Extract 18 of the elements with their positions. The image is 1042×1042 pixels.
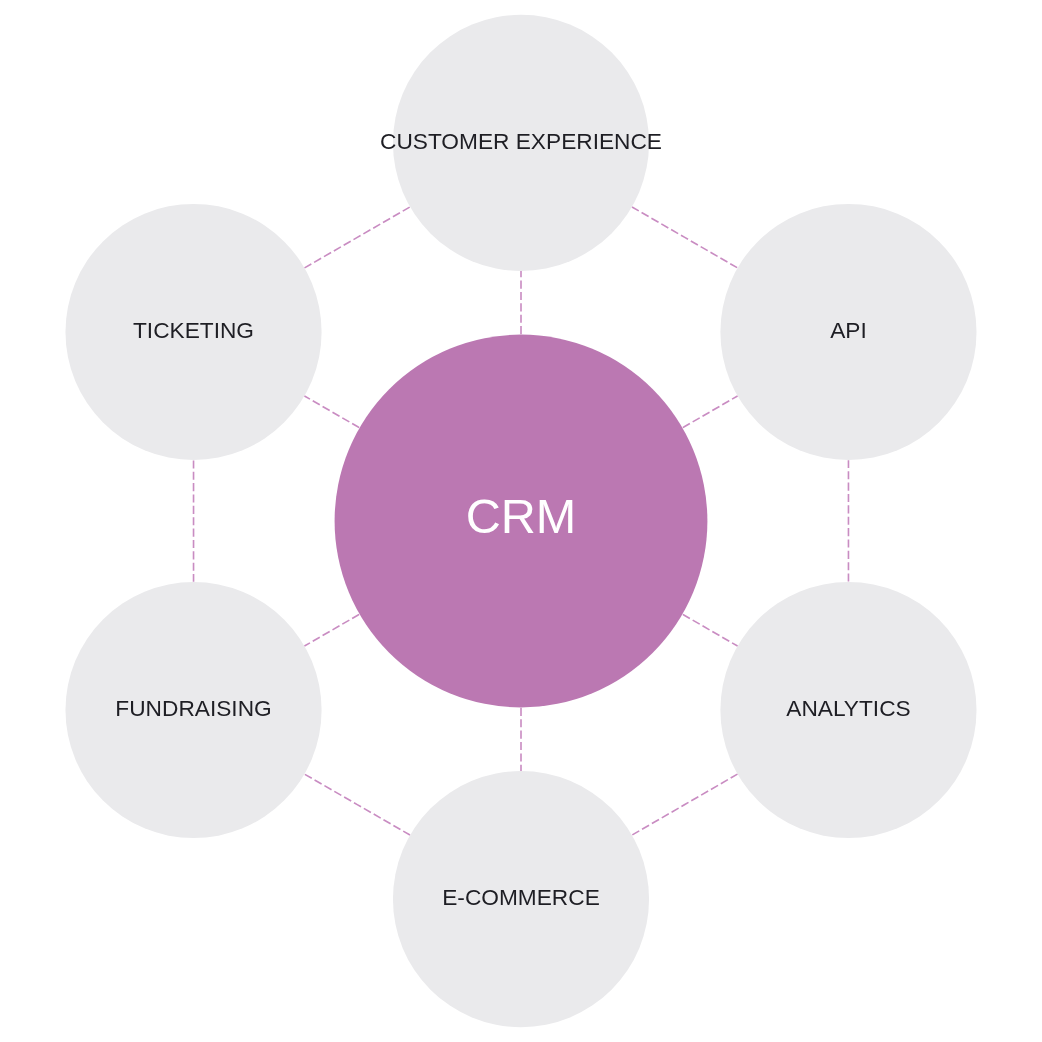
connector	[682, 613, 739, 647]
connector	[304, 773, 411, 836]
connector	[303, 395, 360, 429]
node-circle: API	[720, 203, 977, 460]
connector	[303, 613, 360, 647]
connector	[192, 459, 195, 583]
connector	[520, 707, 522, 772]
connector	[847, 459, 850, 583]
connector	[303, 206, 411, 269]
node-circle: FUNDRAISING	[65, 582, 322, 839]
connector	[631, 206, 738, 269]
node-circle: ANALYTICS	[720, 582, 977, 839]
connector	[631, 773, 739, 836]
node-circle: TICKETING	[65, 203, 322, 460]
node-circle: E-COMMERCE	[392, 771, 650, 1028]
node-circle: CRM	[334, 334, 708, 708]
connector	[682, 395, 739, 429]
connector	[520, 270, 522, 335]
